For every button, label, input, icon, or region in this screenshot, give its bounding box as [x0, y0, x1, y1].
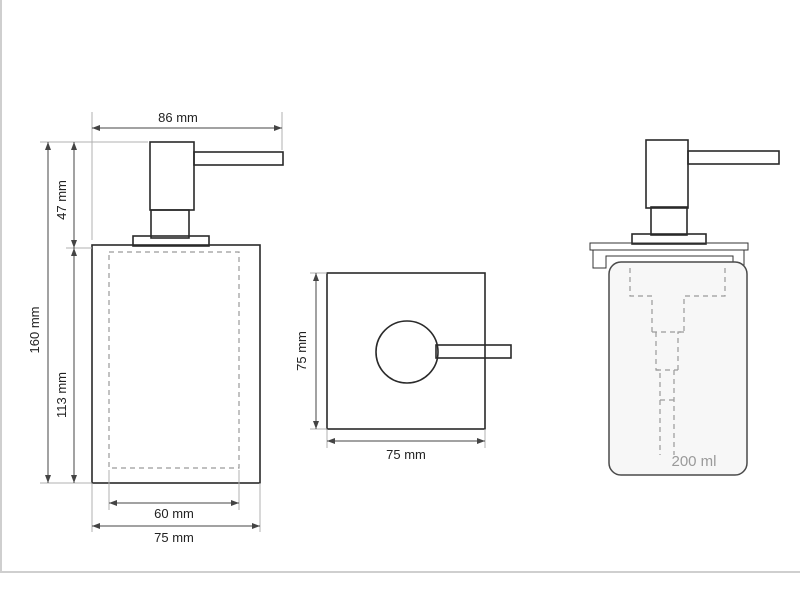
arrow-60-left	[109, 500, 117, 506]
dim-label-75-horizontal: 75 mm	[386, 447, 426, 462]
section-view: 200 ml	[589, 139, 780, 476]
front-view: 86 mm 160 mm 47 mm 113 mm 60 mm 75	[27, 110, 284, 545]
inner-container-outline	[108, 251, 240, 469]
arrow-86-right	[274, 125, 282, 131]
dispenser-body	[91, 244, 261, 484]
section-lid-plate	[589, 242, 749, 251]
pump-mechanism-dashed	[629, 268, 661, 455]
arrow-75-horizontal-right	[477, 438, 485, 444]
arrow-47-bottom	[71, 240, 77, 248]
pump-neck	[150, 209, 190, 239]
section-pump-collar	[631, 233, 707, 245]
arrow-86-left	[92, 125, 100, 131]
arrow-47-top	[71, 142, 77, 150]
section-pump-head	[645, 139, 689, 209]
arrow-160-bottom	[45, 475, 51, 483]
arrow-75-front-right	[252, 523, 260, 529]
arrow-60-right	[231, 500, 239, 506]
dim-label-60: 60 mm	[154, 506, 194, 521]
pump-spout	[193, 151, 284, 166]
arrow-113-bottom	[71, 475, 77, 483]
top-view-body	[326, 272, 486, 430]
top-view: 75 mm 75 mm	[294, 272, 512, 462]
arrow-75-vertical-top	[313, 273, 319, 281]
pump-collar	[132, 235, 210, 247]
dim-label-75-vertical: 75 mm	[294, 331, 309, 371]
capacity-label: 200 ml	[671, 453, 716, 470]
dim-label-47: 47 mm	[54, 180, 69, 220]
pump-head	[149, 141, 195, 211]
arrow-113-top	[71, 248, 77, 256]
arrow-75-vertical-bottom	[313, 421, 319, 429]
section-pump-spout	[687, 150, 780, 165]
dim-label-160: 160 mm	[27, 307, 42, 354]
pump-head-top	[375, 320, 439, 384]
dim-label-75-front: 75 mm	[154, 530, 194, 545]
arrow-160-top	[45, 142, 51, 150]
dim-label-86: 86 mm	[158, 110, 198, 125]
arrow-75-horizontal-left	[327, 438, 335, 444]
spout-top	[435, 344, 512, 359]
dim-label-113: 113 mm	[54, 372, 69, 418]
section-pump-neck	[650, 206, 688, 236]
arrow-75-front-left	[92, 523, 100, 529]
